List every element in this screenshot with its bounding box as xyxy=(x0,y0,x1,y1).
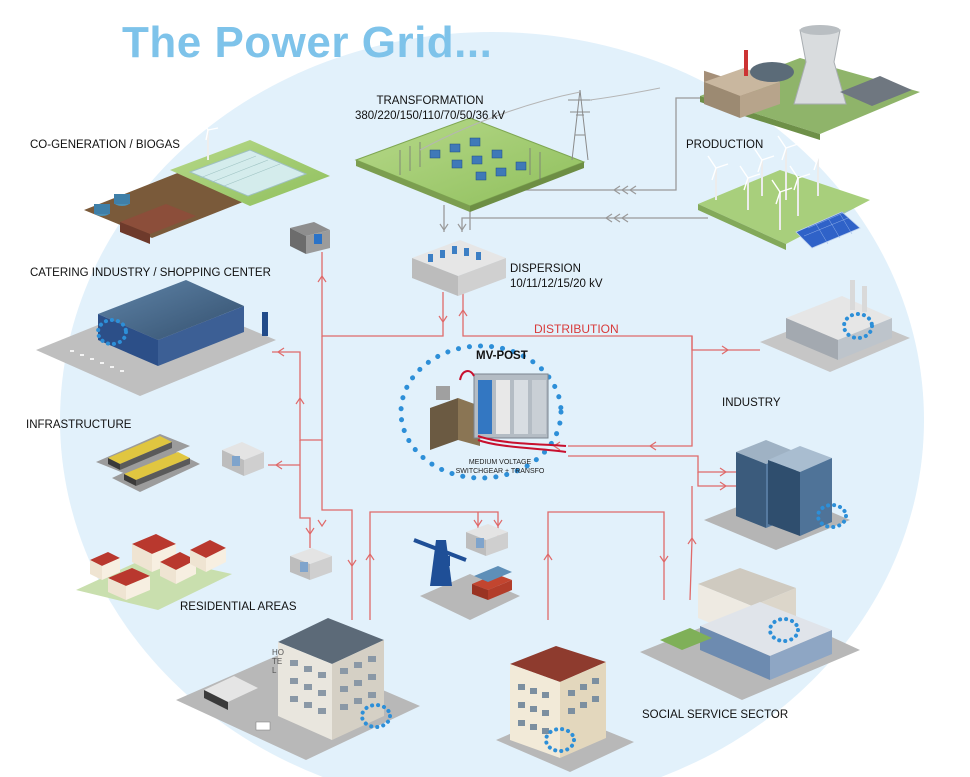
production-power-plant xyxy=(700,25,920,140)
port-crane xyxy=(413,538,520,620)
transformation-label: TRANSFORMATION 380/220/150/110/70/50/36 … xyxy=(340,94,520,124)
dispersion-label-kv: 10/11/12/15/20 kV xyxy=(510,278,603,290)
infrastructure-trains xyxy=(96,434,200,492)
dispersion-building xyxy=(412,240,506,296)
mv-post-equipment xyxy=(430,370,567,453)
shopping-center xyxy=(36,280,276,396)
hotel-dot-ring xyxy=(360,703,392,729)
shopping-dot-ring xyxy=(96,318,128,346)
mv-post-caption-line2: SWITCHGEAR + TRANSFO xyxy=(455,468,545,475)
mv-post-label: MV-POST xyxy=(476,350,528,362)
office-towers xyxy=(704,440,850,550)
social-service-building xyxy=(640,568,860,700)
catering-label: CATERING INDUSTRY / SHOPPING CENTER xyxy=(30,267,271,279)
distribution-label: DISTRIBUTION xyxy=(534,322,619,336)
mv-post-caption: MEDIUM VOLTAGE SWITCHGEAR + TRANSFO xyxy=(430,458,570,476)
page-title: The Power Grid... xyxy=(122,18,493,67)
kiosk-mid xyxy=(222,442,264,476)
hotel-sign: HOTEL xyxy=(272,648,284,675)
residential-houses xyxy=(76,534,232,610)
kiosk-lower xyxy=(290,548,332,580)
cogeneration-farm xyxy=(84,119,330,244)
social-dot-ring xyxy=(768,617,800,643)
apartment-building xyxy=(496,646,634,772)
transformation-substation xyxy=(354,87,661,212)
industry-label: INDUSTRY xyxy=(722,397,781,409)
mv-post-caption-line1: MEDIUM VOLTAGE xyxy=(468,459,532,466)
residential-label: RESIDENTIAL AREAS xyxy=(180,601,297,613)
transformation-label-kv: 380/220/150/110/70/50/36 kV xyxy=(354,110,506,122)
hotel-building xyxy=(176,618,420,760)
feed-arrows xyxy=(439,185,637,232)
kiosk-upper xyxy=(290,222,330,254)
apartment-dot-ring xyxy=(544,727,576,753)
dispersion-label: DISPERSION 10/11/12/15/20 kV xyxy=(510,262,603,292)
mv-post-ring xyxy=(398,343,564,481)
cogeneration-label: CO-GENERATION / BIOGAS xyxy=(30,139,180,151)
social-label: SOCIAL SERVICE SECTOR xyxy=(642,709,789,721)
office-dot-ring xyxy=(816,503,848,529)
kiosk-port xyxy=(466,524,508,556)
dispersion-label-title: DISPERSION xyxy=(510,263,581,275)
pylon xyxy=(419,87,661,161)
transformation-label-title: TRANSFORMATION xyxy=(376,95,484,107)
production-label: PRODUCTION xyxy=(686,139,764,151)
industry-dot-ring xyxy=(842,312,874,340)
distribution-arrows xyxy=(274,274,730,568)
wind-solar-farm xyxy=(698,135,870,250)
infrastructure-label: INFRASTRUCTURE xyxy=(26,419,132,431)
